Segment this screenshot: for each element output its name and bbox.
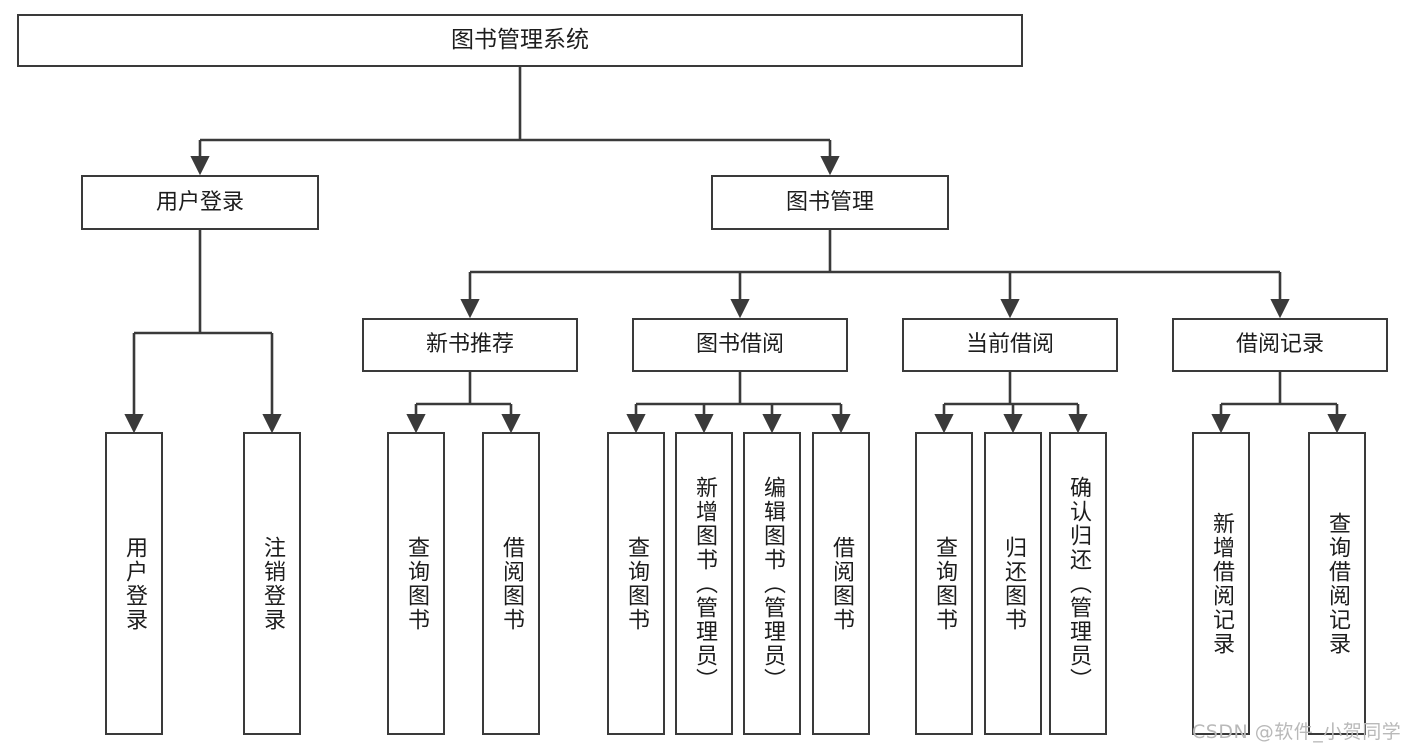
- node-label: 借阅图书: [829, 535, 854, 632]
- node-label: 确认归还（管理员）: [1066, 475, 1091, 692]
- node-new-book-recommend[interactable]: 新书推荐: [362, 318, 578, 372]
- node-leaf-return-book[interactable]: 归还图书: [984, 432, 1042, 735]
- node-leaf-user-login[interactable]: 用户登录: [105, 432, 163, 735]
- node-leaf-add-record[interactable]: 新增借阅记录: [1192, 432, 1250, 735]
- node-label: 新增借阅记录: [1209, 511, 1234, 656]
- node-current-borrow[interactable]: 当前借阅: [902, 318, 1118, 372]
- node-leaf-query-book-2[interactable]: 查询图书: [607, 432, 665, 735]
- node-borrow-record[interactable]: 借阅记录: [1172, 318, 1388, 372]
- node-leaf-confirm-return[interactable]: 确认归还（管理员）: [1049, 432, 1107, 735]
- node-root-system[interactable]: 图书管理系统: [17, 14, 1023, 67]
- node-leaf-edit-book[interactable]: 编辑图书（管理员）: [743, 432, 801, 735]
- node-book-borrow[interactable]: 图书借阅: [632, 318, 848, 372]
- node-label: 查询图书: [624, 535, 649, 632]
- node-label: 借阅记录: [1235, 332, 1324, 358]
- node-user-login[interactable]: 用户登录: [81, 175, 319, 230]
- node-label: 查询借阅记录: [1325, 511, 1350, 656]
- node-label: 归还图书: [1001, 535, 1026, 632]
- node-label: 借阅图书: [499, 535, 524, 632]
- node-leaf-query-book-1[interactable]: 查询图书: [387, 432, 445, 735]
- node-label: 查询图书: [932, 535, 957, 632]
- node-label: 图书借阅: [695, 332, 784, 358]
- node-label: 注销登录: [260, 535, 285, 632]
- node-book-management[interactable]: 图书管理: [711, 175, 949, 230]
- node-label: 图书管理: [785, 189, 874, 215]
- node-label: 新书推荐: [425, 332, 514, 358]
- node-label: 新增图书（管理员）: [692, 475, 717, 692]
- node-leaf-user-logout[interactable]: 注销登录: [243, 432, 301, 735]
- node-label: 用户登录: [122, 535, 147, 632]
- node-label: 编辑图书（管理员）: [760, 475, 785, 692]
- node-leaf-query-record[interactable]: 查询借阅记录: [1308, 432, 1366, 735]
- node-leaf-query-book-3[interactable]: 查询图书: [915, 432, 973, 735]
- node-label: 图书管理系统: [451, 26, 589, 53]
- node-label: 当前借阅: [965, 332, 1054, 358]
- node-label: 用户登录: [155, 189, 244, 215]
- watermark: CSDN @软件_小贺同学: [1192, 721, 1402, 743]
- node-leaf-borrow-book-2[interactable]: 借阅图书: [812, 432, 870, 735]
- node-label: 查询图书: [404, 535, 429, 632]
- node-leaf-borrow-book-1[interactable]: 借阅图书: [482, 432, 540, 735]
- node-leaf-add-book[interactable]: 新增图书（管理员）: [675, 432, 733, 735]
